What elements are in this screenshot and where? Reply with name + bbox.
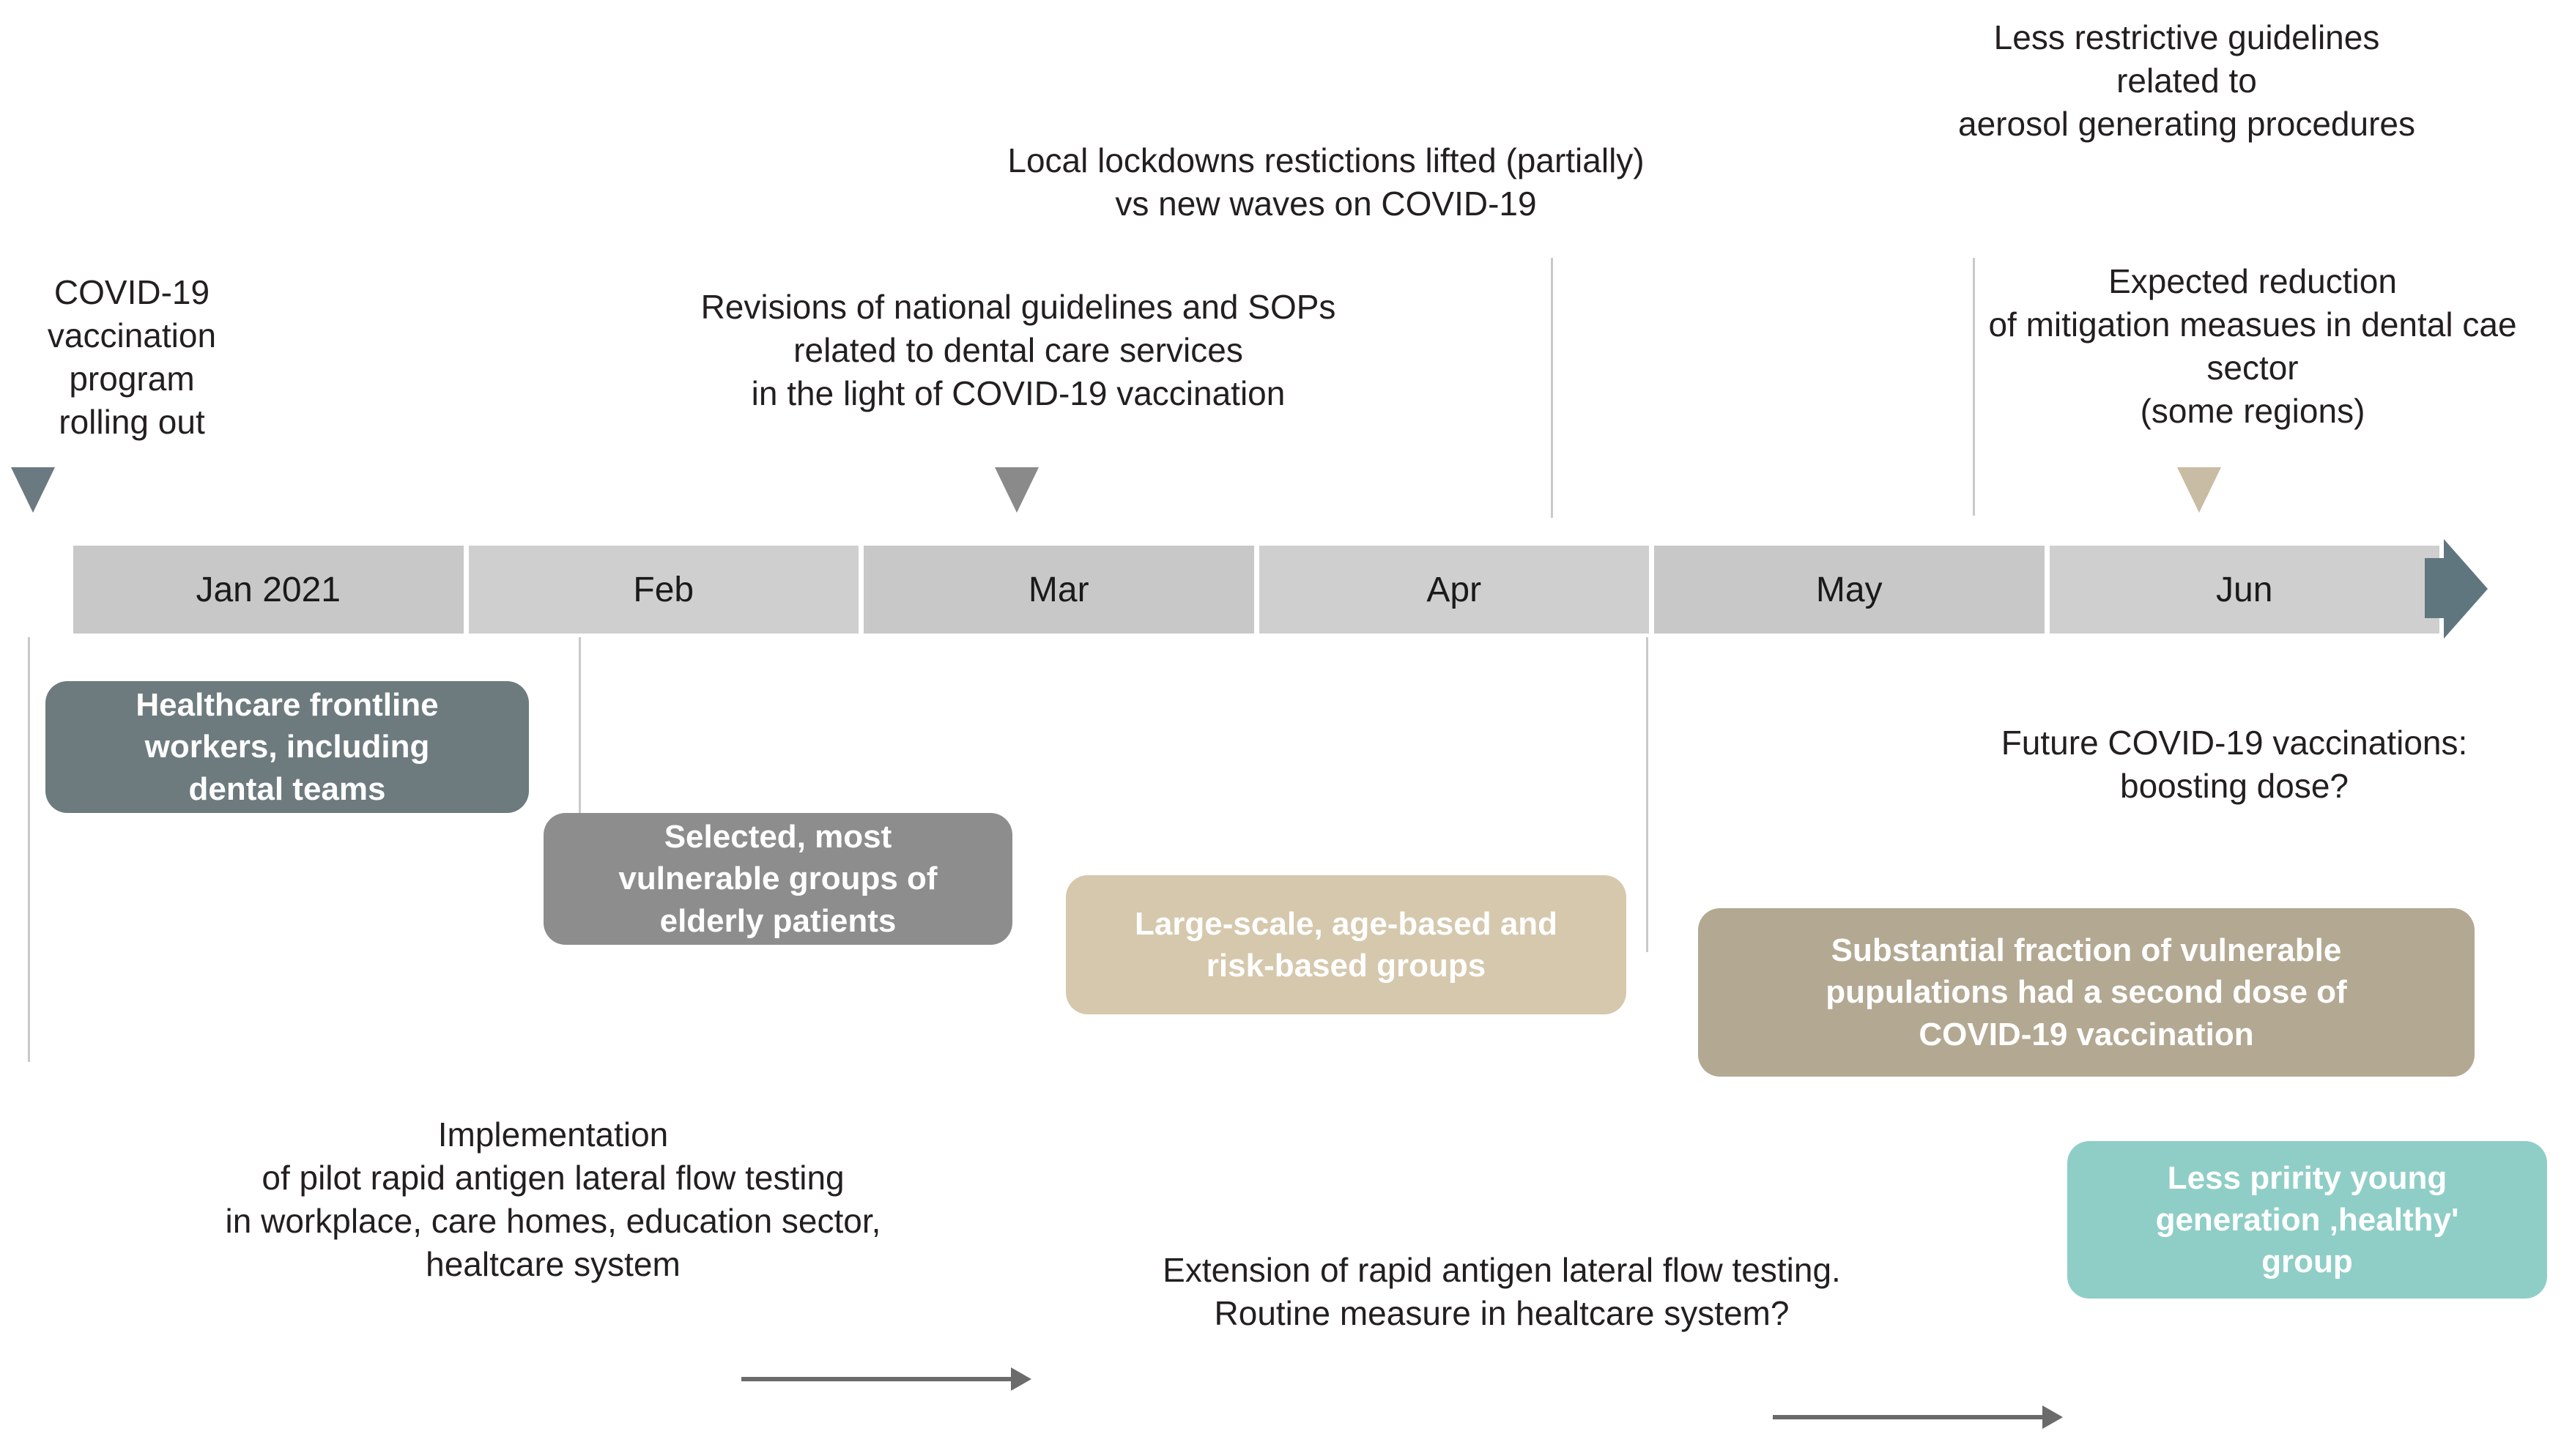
connector-line-apr-may bbox=[1646, 637, 1648, 952]
note-revisions-guidelines: Revisions of national guidelines and SOP… bbox=[700, 288, 1336, 412]
note-expected-reduction: Expected reduction of mitigation measues… bbox=[1988, 262, 2517, 430]
connector-line-lockdowns bbox=[1973, 258, 1975, 516]
timeline-month-label: May bbox=[1815, 570, 1883, 609]
note-implementation-pilot: Implementation of pilot rapid antigen la… bbox=[225, 1115, 881, 1283]
connector-line-feb bbox=[579, 637, 581, 813]
note-local-lockdowns: Local lockdowns restictions lifted (part… bbox=[1007, 141, 1645, 223]
connector-line-mar-apr bbox=[1551, 258, 1553, 518]
timeline-month-label: Feb bbox=[633, 570, 694, 609]
timeline-month-label: Apr bbox=[1426, 570, 1482, 609]
timeline-month-label: Mar bbox=[1028, 570, 1089, 609]
timeline-month-jan[interactable]: Jan 2021 bbox=[73, 546, 464, 634]
timeline-month-jun[interactable]: Jun bbox=[2049, 546, 2439, 634]
note-extension-rapid: Extension of rapid antigen lateral flow … bbox=[1163, 1251, 1841, 1332]
box-selected-vulnerable[interactable]: Selected, most vulnerable groups of elde… bbox=[544, 813, 1012, 945]
timeline-month-apr[interactable]: Apr bbox=[1259, 546, 1649, 634]
timeline-month-label: Jun bbox=[2216, 570, 2273, 609]
marker-jan-triangle bbox=[11, 467, 55, 513]
note-vaccination-rollout: COVID-19 vaccination program rolling out bbox=[47, 273, 217, 441]
box-healthcare-frontline[interactable]: Healthcare frontline workers, including … bbox=[45, 681, 529, 813]
timeline-month-mar[interactable]: Mar bbox=[864, 546, 1254, 634]
timeline-month-may[interactable]: May bbox=[1654, 546, 2045, 634]
flow-arrow-extension-icon bbox=[1773, 1405, 2063, 1429]
timeline-month-feb[interactable]: Feb bbox=[468, 546, 859, 634]
box-substantial-fraction[interactable]: Substantial fraction of vulnerable pupul… bbox=[1698, 908, 2475, 1077]
box-large-scale[interactable]: Large-scale, age-based and risk-based gr… bbox=[1066, 875, 1626, 1014]
box-less-priority-young[interactable]: Less pririty young generation ‚healthy' … bbox=[2067, 1141, 2547, 1299]
connector-line-left-edge bbox=[28, 637, 30, 1062]
timeline-end-arrow-icon bbox=[2444, 539, 2488, 639]
timeline-bar: Jan 2021 Feb Mar Apr May Jun bbox=[73, 546, 2439, 634]
note-future-vaccinations: Future COVID-19 vaccinations: boosting d… bbox=[2001, 724, 2468, 805]
note-less-restrictive: Less restrictive guidelines related to a… bbox=[1958, 18, 2415, 143]
marker-mar-triangle bbox=[995, 467, 1039, 513]
marker-jun-triangle bbox=[2177, 467, 2221, 513]
timeline-month-label: Jan 2021 bbox=[196, 570, 341, 609]
flow-arrow-implementation-icon bbox=[741, 1367, 1031, 1391]
